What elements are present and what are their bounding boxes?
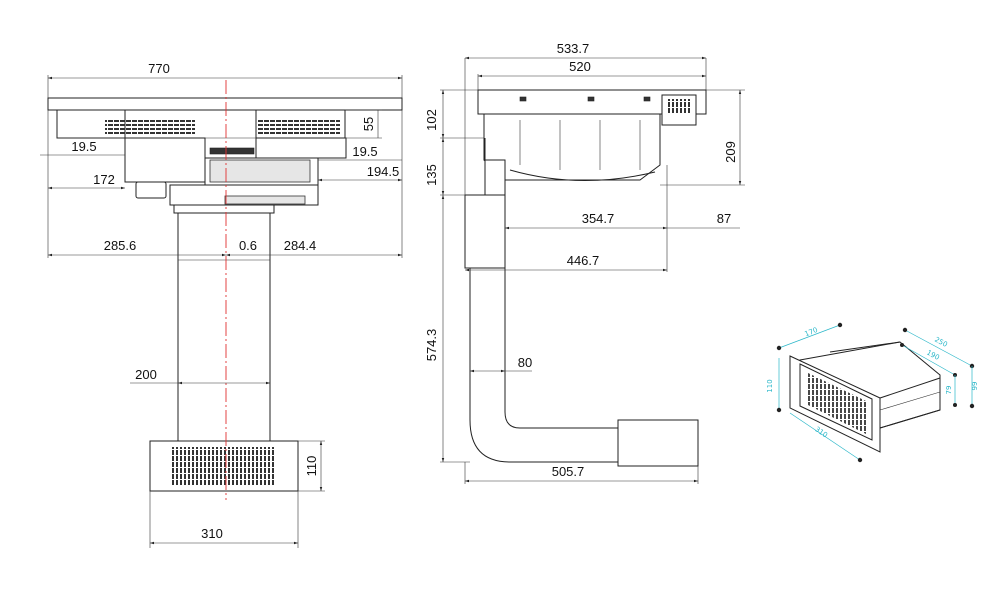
hob-glass-top: [47, 97, 403, 111]
iso-dim-c: 190: [925, 349, 941, 362]
front-view: 770 19.5 19.5 55 172 194.5 285.6 284.4 0…: [40, 61, 403, 548]
dim-duct-side: 80: [518, 355, 532, 370]
dim-gap: 135: [424, 164, 439, 186]
dim-depth-mid: 354.7: [582, 211, 615, 226]
iso-view: 170 250 190 110 79 99 310: [766, 322, 979, 463]
motor-unit: [124, 137, 206, 183]
dim-reach: 505.7: [552, 464, 585, 479]
dim-edge: 87: [717, 211, 731, 226]
side-duct-upper: [464, 194, 506, 269]
housing-vents-left: [105, 120, 195, 134]
dim-height-top: 102: [424, 109, 439, 131]
dim-depth-total: 533.7: [557, 41, 590, 56]
iso-dim-d: 110: [766, 379, 774, 392]
side-outlet: [617, 419, 699, 467]
dim-width: 770: [148, 61, 170, 76]
iso-dim-e: 79: [945, 386, 953, 395]
front-duct: [177, 212, 271, 442]
dim-side-left: 19.5: [71, 139, 96, 154]
dim-duct: 200: [135, 367, 157, 382]
dim-depth-lower: 446.7: [567, 253, 600, 268]
side-view: 533.7 520 102 135 209 354.7 87 446.7 574…: [424, 41, 745, 484]
dim-depth: 520: [569, 59, 591, 74]
dim-offset-left: 172: [93, 172, 115, 187]
side-duct-lower: [469, 267, 621, 463]
iso-dim-a: 170: [804, 326, 819, 338]
dim-box-width: 310: [201, 526, 223, 541]
dim-axis-offset: 0.6: [239, 238, 257, 253]
dim-box-height: 110: [304, 456, 319, 477]
dim-half-right: 284.4: [284, 238, 317, 253]
dim-side-right: 19.5: [352, 144, 377, 159]
dim-half-left: 285.6: [104, 238, 137, 253]
dim-height: 55: [361, 117, 376, 131]
outlet-grille: [172, 447, 276, 485]
dim-total-height: 209: [723, 141, 738, 163]
housing-vents-right: [258, 120, 340, 134]
dim-vertical: 574.3: [424, 329, 439, 362]
iso-dim-f: 99: [971, 382, 979, 391]
iso-dim-b: 250: [933, 336, 949, 349]
dim-offset-right: 194.5: [367, 164, 400, 179]
